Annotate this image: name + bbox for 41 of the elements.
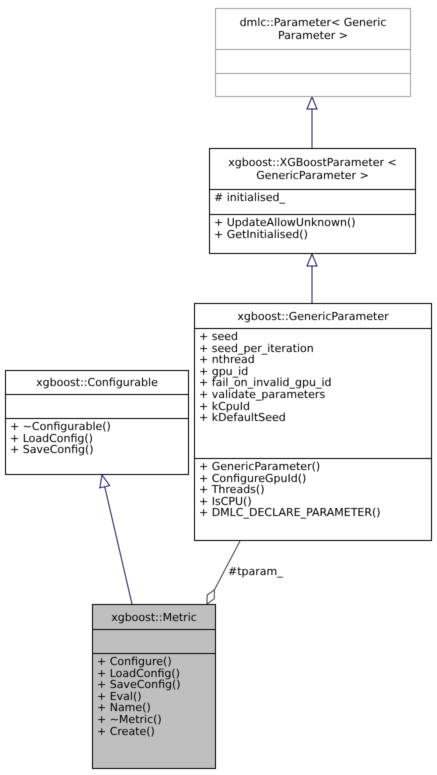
method-name: + Create() [97,726,156,738]
method-name: + ConfigureGpuId() [199,472,308,484]
method-name: + Configure() [97,656,173,668]
attribute-name: + seed [199,331,239,343]
method-name: + LoadConfig() [10,432,93,444]
class-name: dmlc::Parameter< Generic Parameter > [238,16,388,42]
inheritance-arrow [99,474,132,604]
attribute-name: # initialised_ [214,192,286,204]
aggregation-connector [206,540,240,604]
method-name: + IsCPU() [199,496,252,508]
class-name: xgboost::GenericParameter [237,310,389,322]
class-box [194,303,432,541]
class-box [5,370,189,475]
method-name: + Name() [97,702,152,714]
attribute-name: + fail_on_invalid_gpu_id [199,377,332,389]
class-name: xgboost::XGBoostParameter < GenericParameter > [227,156,398,182]
class-name: xgboost::Configurable [36,376,158,389]
class-name: xgboost::Metric [111,610,197,624]
method-name: + ~Configurable() [10,421,112,433]
inheritance-arrow [306,96,318,148]
method-name: + SaveConfig() [10,444,95,456]
method-name: + Threads() [199,484,264,496]
method-name: + Eval() [97,690,142,702]
attribute-name: + kCpuId [199,400,250,412]
attribute-name: + seed_per_iteration [199,342,315,354]
method-name: + DMLC_DECLARE_PARAMETER() [199,507,382,519]
attribute-name: + validate_parameters [199,388,326,401]
method-name: + LoadConfig() [97,668,181,680]
attribute-name: + kDefaultSeed [199,412,287,424]
class-box [209,148,416,254]
inheritance-arrow [306,254,318,304]
class-box [215,8,411,97]
method-name: + GetInitialised() [214,228,308,240]
attribute-name: + nthread [199,354,255,366]
method-name: + ~Metric() [97,714,163,726]
class-box [92,604,216,769]
edge-label: #tparam_ [228,565,283,578]
method-name: + GenericParameter() [199,461,322,473]
method-name: + SaveConfig() [97,679,182,691]
method-name: + UpdateAllowUnknown() [214,217,357,229]
attribute-name: + gpu_id [199,366,248,378]
